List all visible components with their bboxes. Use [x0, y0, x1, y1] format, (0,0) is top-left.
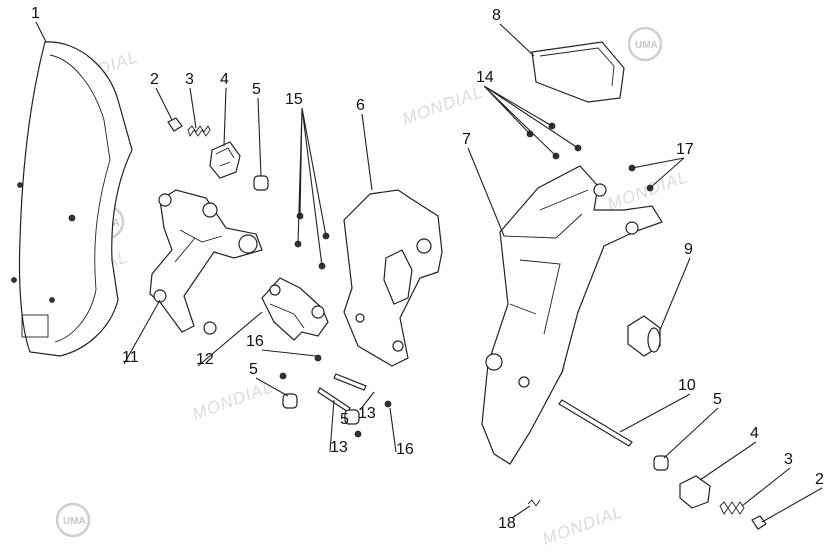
callout-13-lower: 13	[330, 439, 348, 456]
headlight-panel	[343, 189, 443, 367]
callout-6: 6	[356, 97, 365, 114]
screw-16-upper	[279, 354, 322, 380]
callout-11: 11	[122, 349, 139, 366]
svg-text:UMA: UMA	[635, 40, 658, 51]
windscreen	[11, 41, 133, 357]
screw-set-15	[294, 212, 330, 270]
callout-9: 9	[684, 241, 693, 258]
mondial-watermark: MONDIAL	[540, 502, 626, 549]
leader-lines	[35, 21, 823, 523]
bushing-right	[653, 455, 669, 471]
fairing-bracket	[481, 165, 663, 465]
callout-labels: 1 2 3 4 5 15 6 8 14 7 17 9 10 5 4 3 2 11…	[31, 5, 824, 532]
screw-left	[167, 117, 183, 132]
mondial-watermark: MONDIAL	[190, 377, 276, 424]
bushing-middle	[282, 393, 360, 425]
callout-3-right: 3	[784, 451, 793, 468]
callout-4-right: 4	[750, 425, 759, 442]
screw-right	[751, 515, 767, 530]
callout-14: 14	[476, 69, 494, 86]
callout-5-lower: 5	[340, 411, 349, 428]
callout-2-right: 2	[815, 471, 824, 488]
callout-12: 12	[196, 351, 214, 368]
callout-5: 5	[252, 81, 261, 98]
svg-text:UMA: UMA	[63, 516, 86, 527]
knob-left	[209, 141, 241, 179]
callout-13-upper: 13	[358, 405, 376, 422]
uma-logo: UMA	[55, 502, 91, 538]
bracket-12	[261, 277, 329, 341]
callout-4: 4	[220, 71, 229, 88]
spring-right	[719, 501, 745, 515]
instrument-cluster	[531, 41, 625, 103]
long-bolt	[558, 399, 633, 447]
callout-16-lower: 16	[396, 441, 414, 458]
spring-left	[187, 125, 211, 138]
callout-16-upper: 16	[246, 333, 264, 350]
indicator-lamp	[627, 315, 661, 357]
callout-5-right: 5	[713, 391, 722, 408]
callout-15: 15	[285, 91, 303, 108]
callout-18: 18	[498, 515, 516, 532]
uma-logo: UMA	[627, 26, 663, 62]
mondial-watermark: MONDIAL	[400, 82, 486, 129]
callout-5-middle: 5	[249, 361, 258, 378]
callout-2: 2	[150, 71, 159, 88]
knob-right	[679, 475, 711, 509]
screw-16-lower	[354, 400, 392, 438]
pin-13-upper	[333, 373, 367, 391]
callout-17: 17	[676, 141, 694, 158]
callout-7: 7	[462, 131, 471, 148]
bushing-left	[253, 175, 269, 191]
callout-8: 8	[492, 7, 501, 24]
callout-10: 10	[678, 377, 696, 394]
callout-1: 1	[31, 5, 40, 22]
callout-3: 3	[185, 71, 194, 88]
bracket-11	[149, 189, 263, 335]
small-spring-18	[527, 499, 541, 507]
